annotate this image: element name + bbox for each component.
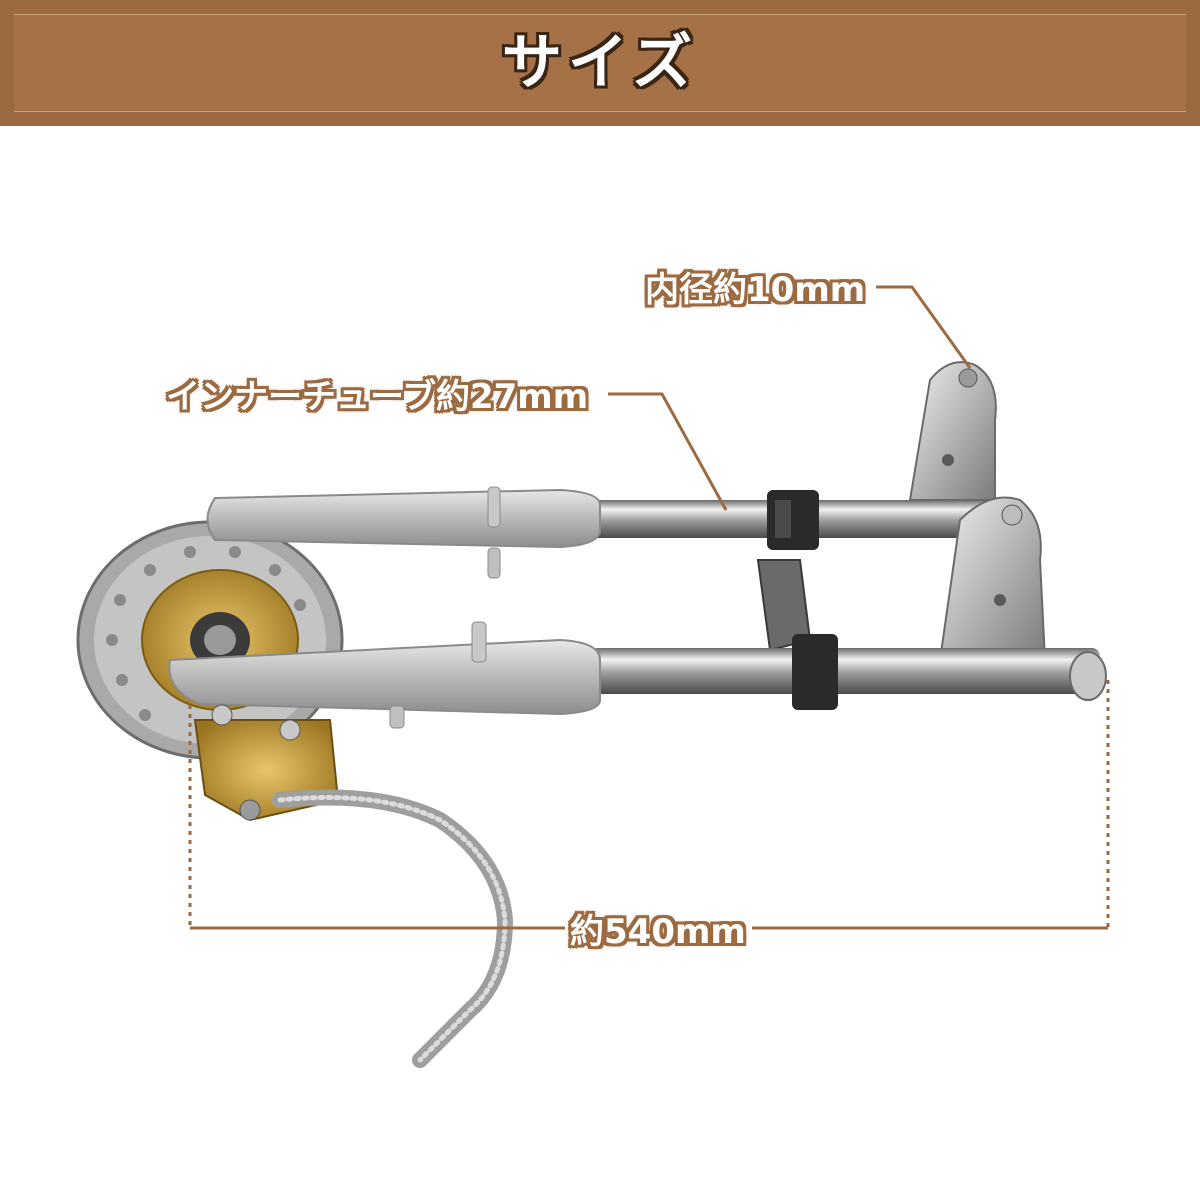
dimension-lines bbox=[188, 285, 1110, 930]
lower-fork-leg bbox=[168, 621, 1107, 729]
upper-fork-leg bbox=[206, 486, 1010, 579]
steering-bracket bbox=[756, 496, 1047, 661]
header-bar bbox=[0, 0, 1200, 126]
bore-leader-line bbox=[876, 285, 972, 369]
top-bracket bbox=[908, 361, 997, 501]
total-length-label: 約540mm bbox=[570, 912, 746, 952]
header-inner-band bbox=[14, 14, 1186, 112]
front-fork-product-image bbox=[76, 285, 1110, 1068]
inner-tube-leader-line bbox=[608, 392, 728, 511]
bore-diameter-label: 内径約10mm bbox=[645, 270, 866, 310]
page-title: サイズ bbox=[501, 28, 699, 98]
inner-tube-diameter-label: インナーチューブ約27mm bbox=[166, 377, 589, 417]
